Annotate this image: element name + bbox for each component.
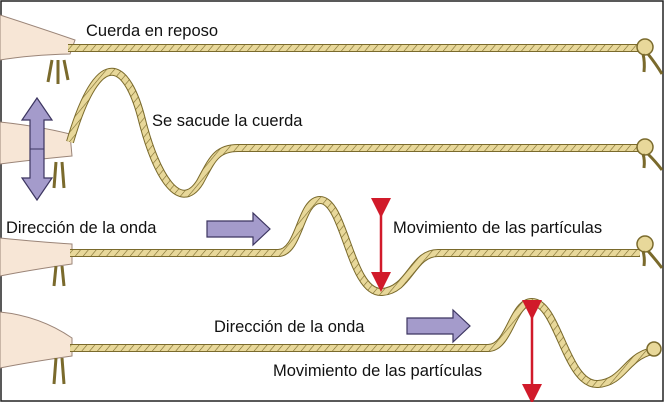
- rope-knot: [636, 138, 664, 171]
- label-rope-at-rest: Cuerda en reposo: [86, 22, 218, 40]
- hand-shape: [0, 14, 76, 61]
- shake-double-arrow: [20, 96, 54, 202]
- rope-knot: [646, 341, 662, 357]
- hand-shape: [0, 237, 73, 277]
- rope-tail: [46, 59, 70, 84]
- rope-tail: [52, 161, 66, 189]
- label-shake-rope: Se sacude la cuerda: [152, 112, 303, 130]
- label-wave-direction: Dirección de la onda: [214, 318, 365, 336]
- panel-rest: Cuerda en reposo: [0, 14, 664, 84]
- label-particle-motion: Movimiento de las partículas: [273, 362, 482, 380]
- panel-wave-right: Dirección de la onda Movimiento de las p…: [0, 297, 662, 402]
- panel-wave-middle: Dirección de la onda Movimiento de las p…: [0, 195, 664, 296]
- rope-tail: [52, 265, 66, 287]
- rope-tail: [52, 357, 66, 385]
- panel-shake: Se sacude la cuerda: [0, 67, 664, 202]
- hand-shape: [0, 311, 73, 369]
- rope-knot: [636, 235, 664, 269]
- direction-arrow: [406, 308, 471, 344]
- label-particle-motion: Movimiento de las partículas: [393, 219, 602, 237]
- rope-knot: [636, 38, 664, 75]
- direction-arrow: [206, 211, 271, 247]
- label-wave-direction: Dirección de la onda: [6, 219, 157, 237]
